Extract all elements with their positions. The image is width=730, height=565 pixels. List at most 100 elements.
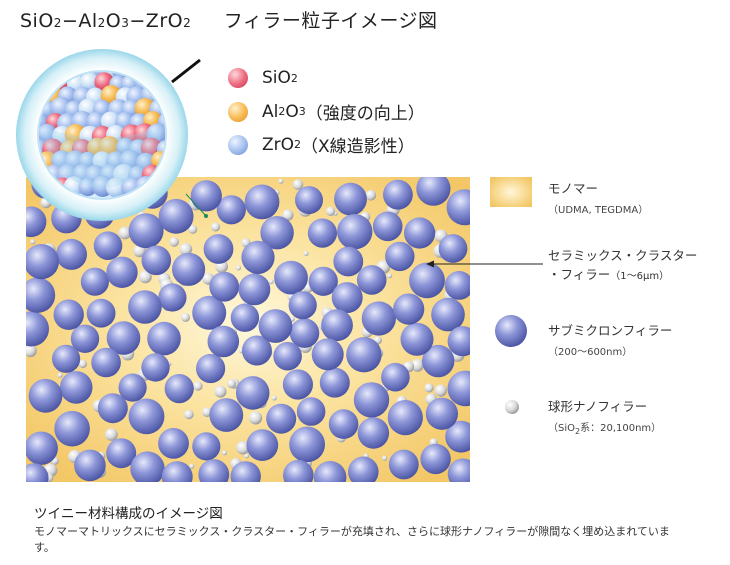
submicron-particle — [26, 463, 49, 482]
submicron-particle — [106, 321, 141, 355]
nano-particle — [303, 251, 309, 256]
submicron-particle — [445, 420, 470, 453]
submicron-particle — [311, 338, 344, 371]
submicron-particle — [93, 231, 123, 260]
title-formula: SiO2−Al2O3−ZrO2 — [20, 10, 192, 32]
nano-particle — [424, 383, 434, 393]
submicron-particle — [333, 246, 364, 277]
submicron-particle — [128, 213, 164, 249]
nano-particle — [179, 243, 193, 256]
submicron-particle — [283, 459, 314, 482]
submicron-particle — [209, 271, 240, 302]
submicron-particle — [296, 397, 326, 426]
submicron-particle — [319, 367, 350, 398]
nano-particle — [271, 395, 277, 401]
submicron-particle — [346, 337, 382, 373]
submicron-particle — [289, 426, 325, 463]
submicron-particle — [192, 295, 227, 330]
nano-particle — [434, 384, 447, 397]
nano-particle — [118, 226, 132, 240]
submicron-particle — [158, 283, 187, 312]
submicron-particle — [26, 311, 49, 347]
submicron-particle — [246, 429, 279, 461]
nano-filler-label: 球形ナノフィラー （SiO2系：20,100nm） — [548, 399, 662, 436]
submicron-particle — [106, 438, 137, 469]
nano-particle — [249, 411, 263, 425]
submicron-particle — [356, 265, 387, 295]
submicron-particle — [130, 451, 165, 482]
submicron-legend-sphere — [495, 315, 527, 347]
submicron-particle — [422, 344, 455, 378]
submicron-particle — [357, 417, 390, 449]
submicron-particle — [447, 458, 470, 482]
nano-particle — [26, 344, 37, 358]
submicron-particle — [158, 428, 189, 459]
submicron-particle — [307, 218, 337, 248]
submicron-particle — [147, 321, 181, 356]
figure-caption: ツイニー材料構成のイメージ図 — [34, 506, 223, 522]
submicron-particle — [295, 186, 323, 215]
cluster-sub-particle — [106, 177, 126, 198]
monomer-label: モノマー （UDMA, TEGDMA） — [548, 181, 649, 216]
submicron-particle — [444, 271, 470, 300]
submicron-particle — [230, 461, 261, 482]
submicron-particle — [128, 290, 162, 324]
submicron-particle — [209, 398, 244, 432]
submicron-particle — [274, 260, 308, 295]
nano-particle — [236, 441, 250, 455]
nano-particle — [365, 190, 377, 201]
nano-particle — [139, 270, 152, 284]
submicron-particle — [26, 431, 58, 465]
submicron-particle — [282, 369, 313, 400]
submicron-particle — [91, 347, 121, 378]
cluster-filler-label: セラミックス・クラスター ・フィラー（1〜6μm） — [548, 248, 698, 282]
nano-particle — [382, 455, 388, 461]
nano-particle — [411, 359, 424, 372]
submicron-particle — [258, 309, 293, 343]
submicron-particle — [164, 374, 194, 404]
submicron-particle — [288, 291, 317, 320]
submicron-particle — [431, 297, 465, 332]
submicron-particle — [74, 449, 106, 482]
al2o3-note: （強度の向上） — [305, 104, 425, 124]
submicron-particle — [331, 282, 363, 314]
magnifier-pointer-line — [185, 193, 207, 217]
submicron-particle — [26, 206, 47, 238]
submicron-particle — [241, 240, 275, 274]
submicron-particle — [128, 398, 165, 435]
submicron-particle — [141, 245, 172, 276]
zro2-note: （X線造影性） — [301, 137, 415, 157]
submicron-particle — [260, 216, 294, 250]
nano-detail: （SiO2系：20,100nm） — [548, 423, 662, 436]
submicron-particle — [207, 325, 240, 358]
submicron-particle — [230, 303, 260, 332]
nano-particle — [188, 225, 198, 234]
submicron-particle — [387, 400, 423, 436]
nano-particle — [211, 222, 221, 232]
submicron-particle — [400, 322, 434, 356]
al2o3-sphere-icon — [228, 101, 248, 122]
submicron-particle — [447, 326, 470, 357]
submicron-filler-label: サブミクロンフィラー （200〜600nm） — [548, 323, 673, 358]
submicron-particle — [192, 432, 221, 461]
nano-particle — [78, 359, 88, 369]
submicron-particle — [53, 299, 84, 330]
nano-particle — [184, 409, 194, 420]
submicron-particle — [241, 335, 272, 366]
submicron-particle — [321, 309, 353, 342]
submicron-particle — [266, 403, 297, 434]
monomer-legend-swatch — [490, 177, 532, 207]
submicron-particle — [425, 397, 458, 430]
submicron-particle — [70, 324, 100, 353]
nano-particle — [169, 237, 179, 247]
submicron-particle — [238, 273, 271, 306]
sio2-sphere-icon — [228, 68, 248, 88]
nano-legend-sphere — [505, 400, 519, 414]
submicron-particle — [438, 234, 468, 263]
nano-particle — [325, 206, 336, 216]
submicron-particle — [59, 371, 93, 404]
